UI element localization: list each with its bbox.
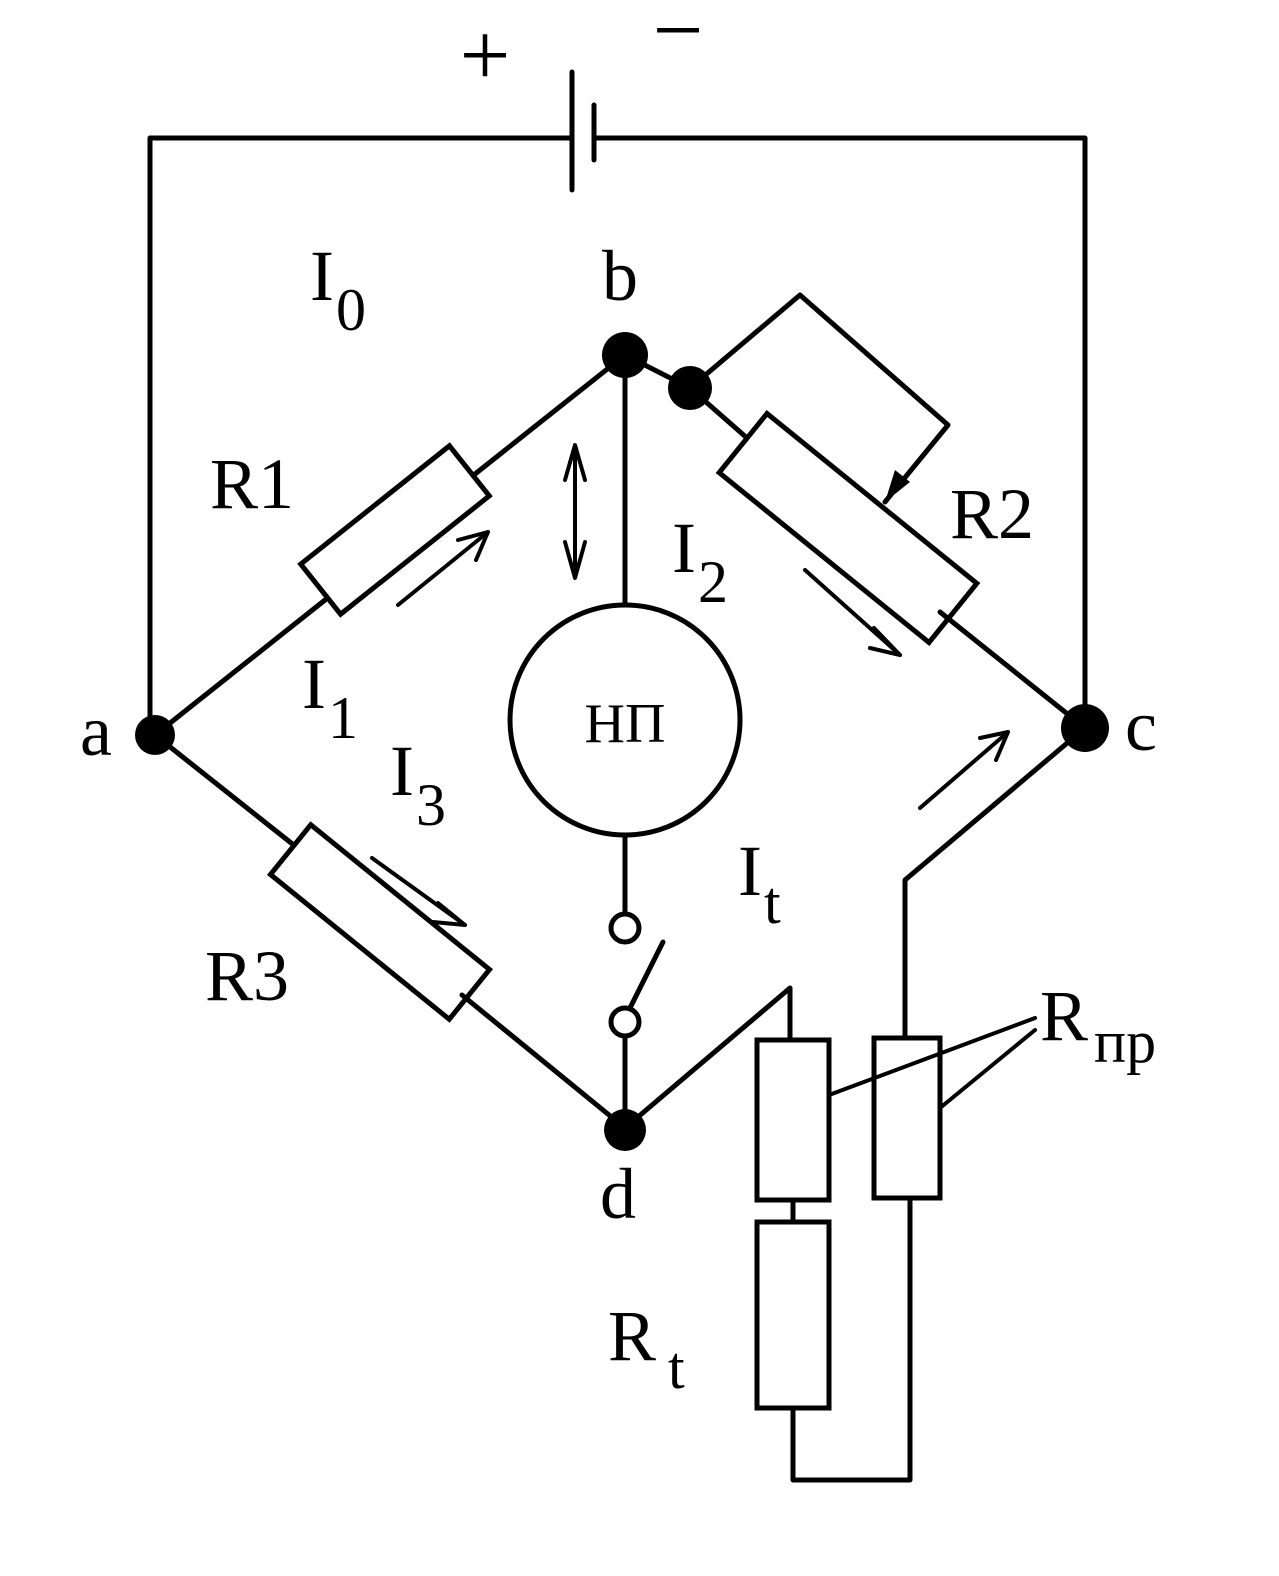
- it-arrow-shaft: [918, 730, 1010, 810]
- it-label: It: [738, 831, 781, 936]
- node-r2-dot: [668, 366, 712, 410]
- node-d-label: d: [600, 1154, 636, 1234]
- wire-r2-c: [937, 609, 1088, 731]
- switch-contact-bottom: [608, 1005, 642, 1039]
- double-arrow-head-up: [563, 443, 587, 482]
- switch-contact-top: [608, 911, 642, 945]
- node-c-dot: [1061, 704, 1109, 752]
- i2-label-main: I: [672, 508, 696, 588]
- node-a-dot: [135, 715, 175, 755]
- i0-label: I0: [310, 236, 366, 343]
- node-d-dot: [604, 1109, 646, 1151]
- bridge-arms: [152, 292, 1088, 1483]
- i2-label-sub: 2: [698, 549, 728, 615]
- supply-wire-right: [591, 135, 1088, 731]
- i1-label: I1: [302, 644, 358, 751]
- resistor-r2: [715, 409, 981, 647]
- node-b-dot: [602, 332, 648, 378]
- it-arrow-icon: [918, 730, 1010, 810]
- resistor-r1: [297, 442, 493, 618]
- rpr-leader-left: [827, 1016, 1037, 1097]
- i1-label-main: I: [302, 644, 326, 724]
- resistor-rt: [754, 1219, 832, 1411]
- double-arrow-icon: [563, 443, 587, 580]
- i3-label-main: I: [390, 731, 414, 811]
- i2-label: I2: [672, 508, 728, 615]
- null-indicator-label: НП: [585, 693, 666, 755]
- wire-rt-return: [790, 1195, 913, 1483]
- wire-r1-b: [467, 352, 628, 481]
- i2-arrow-icon: [803, 568, 902, 657]
- wire-d-rt: [622, 985, 793, 1131]
- node-c-label: c: [1125, 686, 1157, 766]
- it-label-sub: t: [764, 870, 781, 936]
- resistor-rpr-left: [754, 1037, 832, 1203]
- i1-label-sub: 1: [328, 685, 358, 751]
- r2-label: R2: [950, 474, 1034, 554]
- r2-slider-wire: [687, 292, 951, 505]
- battery-plus-label: +: [460, 6, 511, 105]
- i3-arrow-head: [431, 901, 467, 927]
- i2-arrow-head: [868, 626, 902, 657]
- junctions: [135, 332, 1109, 1151]
- node-b-label: b: [602, 236, 638, 316]
- i1-arrow-shaft: [396, 530, 490, 607]
- wire-a-r3: [152, 732, 303, 853]
- i3-label-sub: 3: [416, 772, 446, 838]
- node-a-label: a: [80, 691, 112, 771]
- i3-arrow-icon: [370, 856, 467, 927]
- i0-label-sub: 0: [336, 277, 366, 343]
- rpr-leader-right: [938, 1028, 1037, 1110]
- i3-label: I3: [390, 731, 446, 838]
- r2-slider-arrowhead: [885, 470, 910, 502]
- i1-arrow-head: [456, 530, 490, 562]
- battery-minus-label: −: [653, 0, 704, 80]
- resistor-rpr-right: [871, 1035, 943, 1201]
- it-label-main: I: [738, 831, 762, 911]
- rt-label-main: R: [608, 1296, 656, 1376]
- r1-label: R1: [210, 444, 294, 524]
- supply-wire-left: [147, 135, 575, 738]
- switch-blade: [627, 939, 666, 1011]
- rpr-label-sub: пр: [1094, 1009, 1156, 1075]
- r3-label: R3: [205, 936, 289, 1016]
- current-arrows: [370, 530, 1010, 927]
- rpr-label-main: R: [1040, 976, 1088, 1056]
- wire-c-rpr: [902, 725, 1088, 1041]
- supply-circuit: [147, 69, 1088, 738]
- i1-arrow-icon: [396, 530, 490, 607]
- wire-r3-d: [459, 992, 628, 1131]
- it-arrow-head: [978, 730, 1010, 762]
- i0-label-main: I: [310, 236, 334, 316]
- double-arrow-head-down: [563, 540, 587, 580]
- wire-a-r1: [152, 597, 328, 738]
- null-indicator-branch: НП: [507, 352, 743, 1131]
- resistor-r3: [266, 821, 494, 1023]
- rt-label-sub: t: [668, 1335, 685, 1401]
